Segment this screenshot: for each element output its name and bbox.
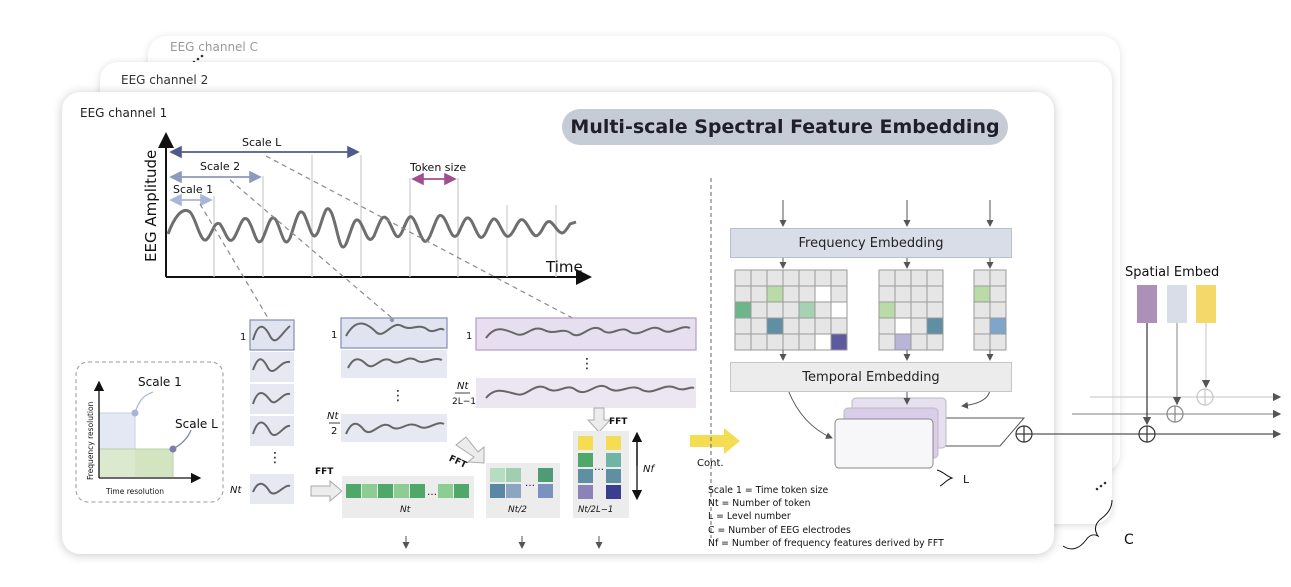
freq-grid-3 — [973, 269, 1007, 351]
scale-1-label: Scale 1 — [173, 183, 213, 196]
spatial-embed-label: Spatial Embed — [1125, 265, 1219, 280]
frequency-embedding-label: Frequency Embedding — [798, 235, 944, 251]
eeg-waveform — [166, 207, 577, 249]
channel-1-label: EEG channel 1 — [80, 106, 168, 120]
token-stack — [834, 397, 1026, 487]
fft-arrow-1 — [310, 479, 343, 503]
feature-3-label: Nt/2L−1 — [578, 505, 613, 515]
frequency-embedding: Frequency Embedding — [730, 228, 1012, 258]
column-3 — [455, 317, 697, 408]
col2-index-bottom-den: 2 — [331, 426, 337, 437]
column-1 — [249, 319, 295, 504]
cont-label: Cont. — [697, 458, 724, 469]
channel-dots — [1095, 481, 1107, 491]
waveform-axes — [158, 132, 592, 285]
token-size-label: Token size — [409, 161, 466, 174]
col2-index-bottom-num: Nt — [327, 411, 339, 422]
legend-item: Nf = Number of frequency features derive… — [708, 537, 944, 549]
legend-item: C = Number of EEG electrodes — [708, 524, 851, 536]
freq-to-grid-arrows — [779, 256, 994, 269]
fft-label-1: FFT — [315, 467, 334, 477]
nf-label: Nf — [643, 464, 655, 475]
y-axis-label: EEG Amplitude — [142, 150, 160, 262]
inset-y-axis-label: Frequency resolution — [86, 401, 95, 480]
scale-l-label: Scale L — [242, 136, 282, 149]
inset-scale-1-label: Scale 1 — [138, 375, 182, 389]
col1-index-top: 1 — [240, 332, 246, 343]
stack-label: L — [963, 473, 970, 486]
freq-grid-1 — [734, 269, 848, 351]
col1-index-bottom: Nt — [230, 485, 242, 496]
scale-2-label: Scale 2 — [200, 160, 240, 173]
feature-1-ellipsis: … — [427, 487, 437, 498]
temporal-embedding: Temporal Embedding — [730, 362, 1012, 392]
x-axis-label: Time — [545, 258, 583, 276]
feature-1-label: Nt — [400, 505, 411, 515]
projection-lines — [199, 155, 581, 323]
fft-label-2: FFT — [447, 454, 469, 471]
legend-item: L = Level number — [708, 511, 791, 523]
plus-circles — [1015, 388, 1214, 443]
col3-index-bottom-num: Nt — [457, 381, 469, 392]
fft-label-3: FFT — [609, 417, 628, 427]
freq-grid-2 — [878, 269, 944, 351]
col3-index-bottom-den: 2L−1 — [452, 397, 476, 407]
col2-vdots: ⋮ — [391, 388, 405, 404]
feature-2-ellipsis: … — [525, 478, 535, 489]
channel-c-label: EEG channel C — [170, 40, 258, 54]
legend-item: Nt = Number of token — [708, 498, 811, 510]
token-boundaries — [213, 155, 557, 277]
fft-arrow-3 — [586, 407, 612, 433]
grid-to-temporal-arrows — [779, 350, 994, 361]
inset-x-axis-label: Time resolution — [105, 487, 164, 496]
feature-block-2 — [486, 463, 560, 549]
inset-scale-l-label: Scale L — [175, 417, 218, 431]
temporal-embedding-label: Temporal Embedding — [802, 369, 940, 385]
fft-arrow-2 — [455, 436, 485, 464]
diagram-title: Multi-scale Spectral Feature Embedding — [562, 109, 1008, 145]
legend: Scale 1 = Time token size Nt = Number of… — [708, 484, 944, 550]
freq-input-arrows — [779, 200, 994, 227]
feature-block-3 — [573, 431, 643, 549]
col3-vdots: ⋮ — [580, 356, 594, 372]
resolution-inset — [75, 361, 224, 503]
channel-2-label: EEG channel 2 — [121, 73, 209, 87]
col1-vdots: ⋮ — [268, 450, 282, 466]
feature-3-ellipsis: … — [594, 462, 604, 473]
channel-count-label: C — [1124, 532, 1134, 548]
cont-arrow — [690, 428, 740, 454]
feature-2-label: Nt/2 — [508, 505, 527, 515]
feature-block-1 — [342, 476, 474, 549]
channel-brace — [1062, 499, 1113, 550]
spatial-embed-bars — [1137, 285, 1216, 426]
col3-index-top: 1 — [466, 331, 472, 342]
col2-index-top: 1 — [331, 330, 337, 341]
column-2 — [329, 317, 448, 442]
legend-item: Scale 1 = Time token size — [708, 485, 829, 496]
